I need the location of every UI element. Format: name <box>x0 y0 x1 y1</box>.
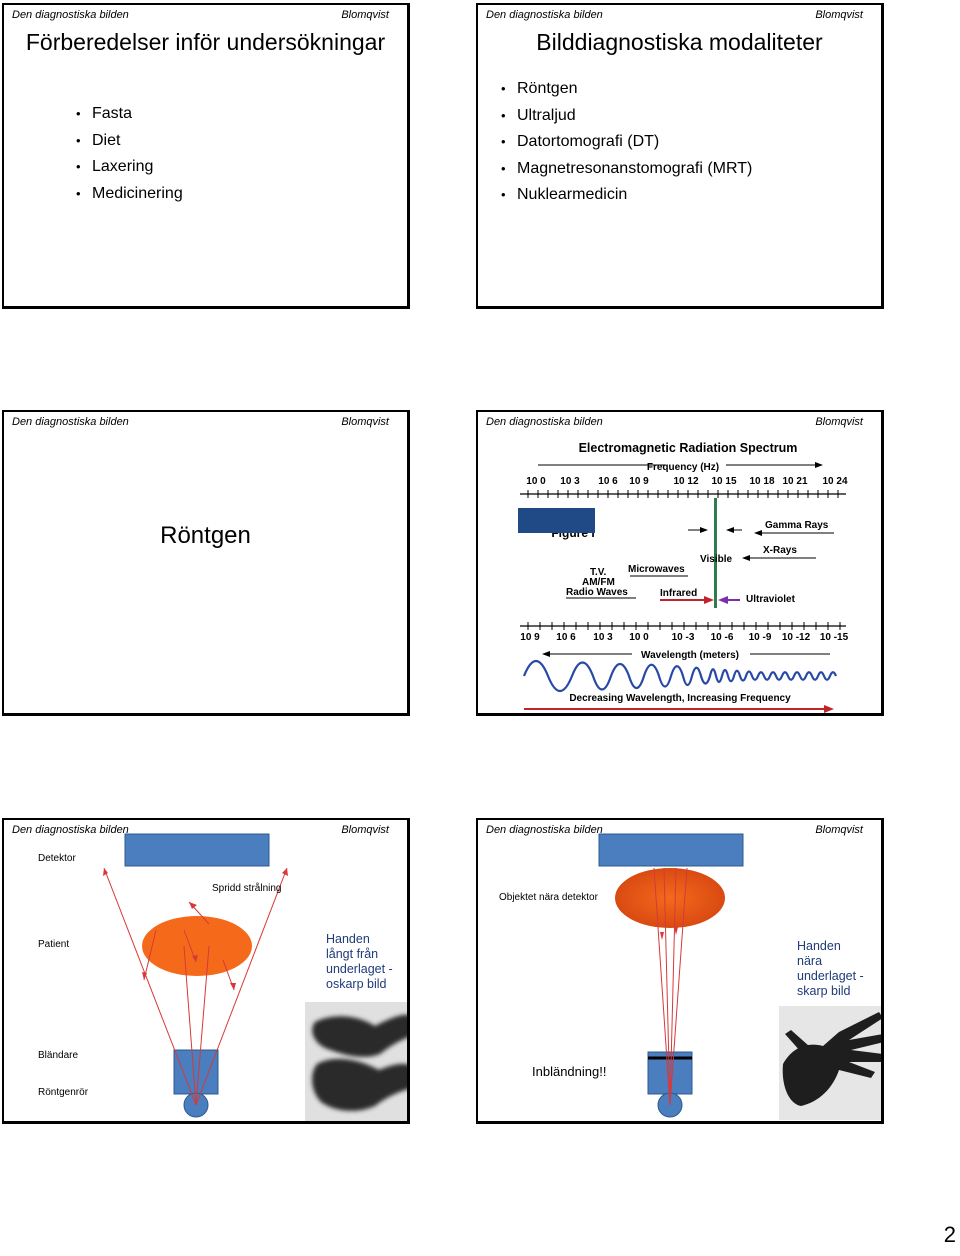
wave-tick: 10 -6 <box>711 632 734 643</box>
wavelength-axis <box>520 622 846 630</box>
xrays-label: X-Rays <box>763 545 797 556</box>
freq-tick: 10 6 <box>598 476 618 487</box>
caption-line: långt från <box>326 947 379 961</box>
radio-waves-label: Radio Waves <box>566 587 628 598</box>
page-number: 2 <box>943 1222 956 1247</box>
frequency-axis <box>520 490 846 498</box>
freq-tick: 10 3 <box>560 476 580 487</box>
wavelength-label: Wavelength (meters) <box>641 650 739 661</box>
wave-tick: 10 -3 <box>672 632 695 643</box>
em-spectrum-figure: Electromagnetic Radiation Spectrum Frequ… <box>518 441 849 713</box>
slide-header-left: Den diagnostiska bilden <box>486 824 603 836</box>
xray-diagram-far <box>103 833 288 1118</box>
freq-tick: 10 0 <box>526 476 546 487</box>
collimator-box <box>173 1049 219 1095</box>
detector-plate <box>598 833 744 867</box>
list-item: Datortomografi (DT) <box>501 129 752 156</box>
caption-line: underlaget - <box>797 969 864 983</box>
infrared-label: Infrared <box>660 588 697 599</box>
objektet-nara-detektor-label: Objektet nära detektor <box>499 892 598 903</box>
xray-diagram-near <box>598 833 744 1118</box>
caption-line: underlaget - <box>326 962 393 976</box>
list-item: Nuklearmedicin <box>501 182 752 209</box>
figure-label-cover <box>518 508 595 533</box>
caption-line: oskarp bild <box>326 977 387 991</box>
wave-tick: 10 3 <box>593 632 613 643</box>
list-item: Röntgen <box>501 76 752 103</box>
rontgenror-label: Röntgenrör <box>38 1087 89 1098</box>
bullet-list: Röntgen Ultraljud Datortomografi (DT) Ma… <box>501 76 752 209</box>
slide-3: Den diagnostiska bilden Blomqvist Röntge… <box>2 410 410 716</box>
slide-header-left: Den diagnostiska bilden <box>486 9 603 21</box>
wave-tick: 10 -15 <box>820 632 849 643</box>
blandare-label: Bländare <box>38 1050 79 1061</box>
hand-near-caption: Handen nära underlaget - skarp bild <box>797 939 864 999</box>
hand-far-caption: Handen långt från underlaget - oskarp bi… <box>326 932 393 992</box>
frequency-label: Frequency (Hz) <box>647 462 719 473</box>
blurry-hand-photo <box>305 1002 407 1121</box>
list-item: Fasta <box>76 101 183 128</box>
slide-1: Den diagnostiska bilden Blomqvist Förber… <box>2 3 410 309</box>
ultraviolet-label: Ultraviolet <box>746 594 796 605</box>
sine-wave <box>522 659 838 693</box>
slide-header-right: Blomqvist <box>341 9 389 21</box>
freq-tick: 10 9 <box>629 476 649 487</box>
slide-title: Bilddiagnostiska modaliteter <box>536 29 823 55</box>
slide-header-left: Den diagnostiska bilden <box>12 416 129 428</box>
wave-tick: 10 -12 <box>782 632 811 643</box>
freq-tick: 10 21 <box>782 476 807 487</box>
slide-header-left: Den diagnostiska bilden <box>12 824 129 836</box>
object-shape <box>615 868 725 928</box>
bullet-list: Fasta Diet Laxering Medicinering <box>76 101 183 207</box>
slide-header-right: Blomqvist <box>815 824 863 836</box>
slide-header-left: Den diagnostiska bilden <box>486 416 603 428</box>
inblandning-label: Inbländning!! <box>532 1064 607 1079</box>
wave-tick: 10 9 <box>520 632 540 643</box>
bottom-caption: Decreasing Wavelength, Increasing Freque… <box>569 693 791 704</box>
freq-tick: 10 12 <box>673 476 698 487</box>
wave-tick: 10 -9 <box>749 632 772 643</box>
slide-5: Den diagnostiska bilden Blomqvist Detekt… <box>2 818 410 1124</box>
wave-tick: 10 0 <box>629 632 649 643</box>
list-item: Medicinering <box>76 181 183 208</box>
list-item: Ultraljud <box>501 103 752 130</box>
slide-title: Förberedelser inför undersökningar <box>25 29 386 55</box>
list-item: Magnetresonanstomografi (MRT) <box>501 156 752 183</box>
freq-tick: 10 24 <box>822 476 847 487</box>
spridd-stralning-label: Spridd strålning <box>212 883 282 894</box>
amfm-label: AM/FM <box>582 577 615 588</box>
slide-header-right: Blomqvist <box>341 824 389 836</box>
patient-shape <box>142 916 252 976</box>
list-item: Diet <box>76 128 183 155</box>
slide-6: Den diagnostiska bilden Blomqvist Objekt… <box>476 818 884 1124</box>
slide-title: Röntgen <box>160 522 251 549</box>
sharp-hand-photo <box>779 1006 881 1120</box>
gamma-rays-label: Gamma Rays <box>765 520 829 531</box>
patient-label: Patient <box>38 939 70 950</box>
caption-line: Handen <box>326 932 370 946</box>
microwaves-label: Microwaves <box>628 564 685 575</box>
wavelength-ticks: 10 9 10 6 10 3 10 0 10 -3 10 -6 10 -9 10… <box>520 632 848 643</box>
spectrum-title: Electromagnetic Radiation Spectrum <box>579 441 798 455</box>
caption-line: skarp bild <box>797 984 851 998</box>
wave-tick: 10 6 <box>556 632 576 643</box>
frequency-ticks: 10 0 10 3 10 6 10 9 10 12 10 15 10 18 10… <box>526 476 848 487</box>
slide-4: Den diagnostiska bilden Blomqvist Electr… <box>476 410 884 716</box>
slide-header-left: Den diagnostiska bilden <box>12 9 129 21</box>
detektor-label: Detektor <box>38 853 76 864</box>
freq-tick: 10 18 <box>749 476 774 487</box>
caption-line: Handen <box>797 939 841 953</box>
slide-header-right: Blomqvist <box>815 9 863 21</box>
caption-line: nära <box>797 954 823 968</box>
slide-header-right: Blomqvist <box>815 416 863 428</box>
visible-label: Visible <box>700 554 732 565</box>
slide-header-right: Blomqvist <box>341 416 389 428</box>
visible-band-line <box>714 498 717 608</box>
tv-label: T.V. <box>590 567 607 578</box>
slide-2: Den diagnostiska bilden Blomqvist Bilddi… <box>476 3 884 309</box>
detector-plate <box>124 833 270 867</box>
list-item: Laxering <box>76 154 183 181</box>
freq-tick: 10 15 <box>711 476 736 487</box>
